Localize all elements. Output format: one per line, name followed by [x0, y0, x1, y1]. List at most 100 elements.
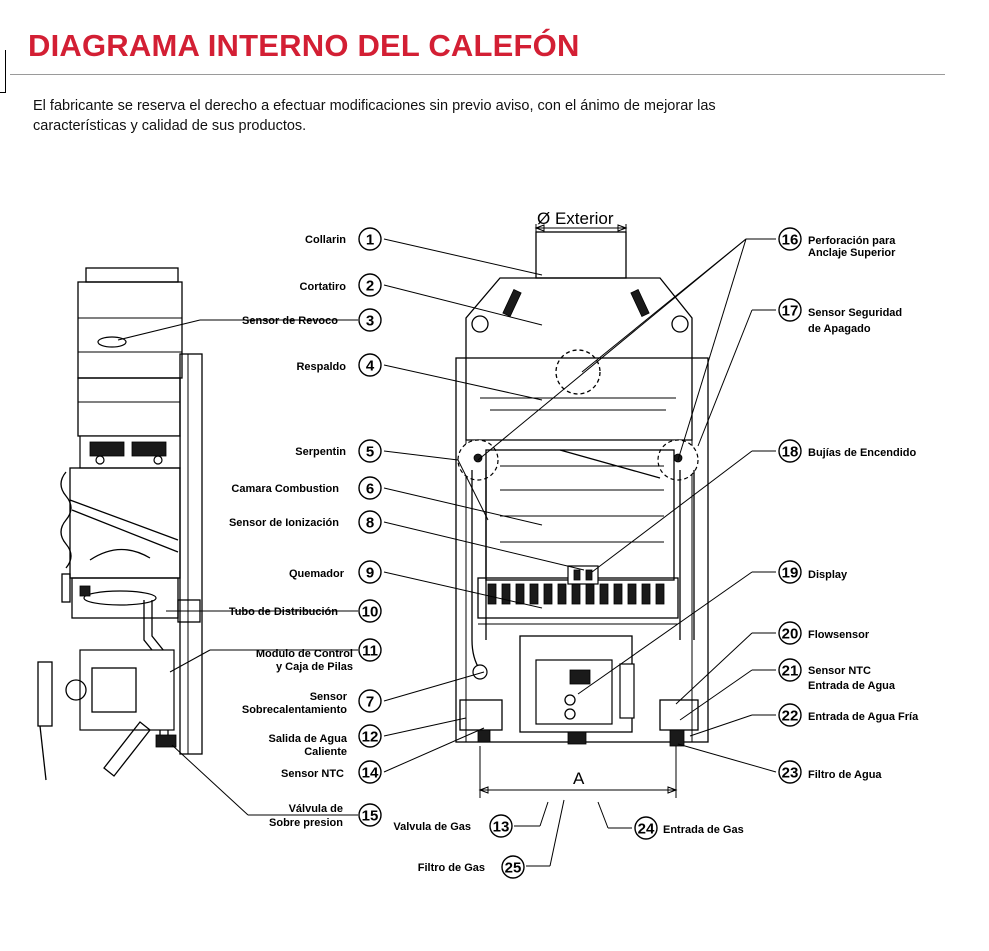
callout-15: Válvula de Sobre presion 15	[269, 803, 382, 829]
callout-label: Flowsensor	[808, 629, 870, 641]
callout-7: Sensor Sobrecalentamiento 7	[242, 689, 382, 716]
callout-12: Salida de Agua Caliente 12	[269, 724, 382, 758]
callout-number: 8	[366, 515, 374, 532]
page-title: DIAGRAMA INTERNO DEL CALEFÓN	[28, 28, 580, 63]
callout-label: Cortatiro	[300, 281, 347, 293]
callout-label-line2: Entrada de Agua	[808, 680, 896, 692]
page-corner-mark	[0, 50, 6, 93]
callout-number: 15	[362, 808, 379, 825]
callout-number: 3	[366, 313, 374, 330]
callout-label: Filtro de Gas	[418, 862, 485, 874]
callout-label: Sensor de Ionización	[229, 517, 339, 529]
callout-number: 21	[782, 663, 799, 680]
callout-number-circle	[358, 760, 382, 784]
callout-number: 11	[362, 643, 378, 660]
callout-number-circle	[358, 439, 382, 463]
callout-20: 20 Flowsensor	[778, 621, 870, 645]
callout-number: 25	[505, 860, 522, 877]
callout-label: Entrada de Agua Fría	[808, 711, 919, 723]
callout-13: Valvula de Gas 13	[393, 814, 513, 838]
callout-label-line2: y Caja de Pilas	[276, 661, 353, 673]
callout-label: Sensor	[310, 691, 348, 703]
callout-number: 5	[366, 444, 374, 461]
callout-label-line2: Caliente	[304, 746, 347, 758]
callout-number: 1	[366, 232, 374, 249]
callout-number: 19	[782, 565, 799, 582]
callout-number: 16	[782, 232, 799, 249]
callout-11: Modulo de Control y Caja de Pilas 11	[256, 638, 382, 673]
callout-number: 12	[362, 729, 379, 746]
callout-4: Respaldo 4	[296, 353, 382, 377]
callout-number-circle	[358, 689, 382, 713]
callout-number-circle	[501, 855, 525, 879]
callout-10: Tubo de Distribución 10	[229, 599, 382, 623]
callout-number-circle	[358, 273, 382, 297]
callout-label: Quemador	[289, 568, 345, 580]
callout-number: 6	[366, 481, 374, 498]
callout-25: Filtro de Gas 25	[418, 855, 525, 879]
callout-6: Camara Combustion 6	[231, 476, 382, 500]
callout-24: 24 Entrada de Gas	[634, 816, 744, 840]
callout-number-circle	[358, 476, 382, 500]
callout-label: Collarin	[305, 234, 346, 246]
callout-number-circle	[778, 760, 802, 784]
callout-16: 16 Perforación para Anclaje Superior	[778, 227, 896, 259]
callout-9: Quemador 9	[289, 560, 382, 584]
callout-label: Válvula de	[289, 803, 343, 815]
callout-label: Tubo de Distribución	[229, 606, 338, 618]
callout-number: 9	[366, 565, 374, 582]
callout-label-line2: Sobre presion	[269, 817, 343, 829]
disclaimer-text: El fabricante se reserva el derecho a ef…	[33, 98, 716, 134]
dimension-width-label: A	[573, 769, 585, 788]
callout-3: Sensor de Revoco 3	[242, 308, 382, 332]
callout-number-circle	[489, 814, 513, 838]
callout-number: 23	[782, 765, 799, 782]
callout-number: 20	[782, 626, 799, 643]
callout-label-line2: Sobrecalentamiento	[242, 704, 347, 716]
callout-label: Filtro de Agua	[808, 769, 882, 781]
callout-18: 18 Bujías de Encendido	[778, 439, 916, 463]
callout-label: Entrada de Gas	[663, 824, 744, 836]
side-view-drawing	[37, 267, 203, 781]
leader-lines	[117, 238, 777, 867]
callout-number-circle	[358, 308, 382, 332]
callout-number: 17	[782, 303, 799, 320]
callout-label: Perforación para	[808, 235, 896, 247]
callout-number-circle	[778, 703, 802, 727]
callout-number-circle	[358, 599, 382, 623]
callout-number-circle	[778, 658, 802, 682]
callout-number-circle	[358, 510, 382, 534]
callout-number-circle	[778, 227, 802, 251]
callout-number: 22	[782, 708, 799, 725]
callout-number: 18	[782, 444, 799, 461]
callout-number: 7	[366, 694, 374, 711]
callout-number-circle	[358, 803, 382, 827]
callout-8: Sensor de Ionización 8	[229, 510, 382, 534]
callout-19: 19 Display	[778, 560, 848, 584]
callout-label-line2: de Apagado	[808, 323, 871, 335]
callout-number-circle	[778, 621, 802, 645]
callout-label: Display	[808, 569, 848, 581]
callout-label: Bujías de Encendido	[808, 447, 916, 459]
callout-number-circle	[358, 227, 382, 251]
callout-label: Sensor NTC	[281, 768, 344, 780]
callout-label: Sensor de Revoco	[242, 315, 338, 327]
callout-label: Camara Combustion	[231, 483, 339, 495]
callout-14: Sensor NTC 14	[281, 760, 382, 784]
callout-number: 14	[362, 765, 379, 782]
callout-number-circle	[358, 638, 382, 662]
front-view-drawing	[455, 224, 709, 798]
callout-number: 13	[493, 819, 510, 836]
callout-label: Salida de Agua	[269, 733, 348, 745]
callout-2: Cortatiro 2	[300, 273, 382, 297]
title-divider	[10, 74, 945, 75]
callout-22: 22 Entrada de Agua Fría	[778, 703, 919, 727]
callout-21: 21 Sensor NTC Entrada de Agua	[778, 658, 896, 692]
callout-5: Serpentin 5	[295, 439, 382, 463]
dimension-exterior-label: Ø Exterior	[537, 209, 614, 228]
callout-label: Modulo de Control	[256, 648, 353, 660]
callout-label: Sensor NTC	[808, 665, 871, 677]
callout-number-circle	[358, 560, 382, 584]
callout-number: 10	[362, 604, 379, 621]
